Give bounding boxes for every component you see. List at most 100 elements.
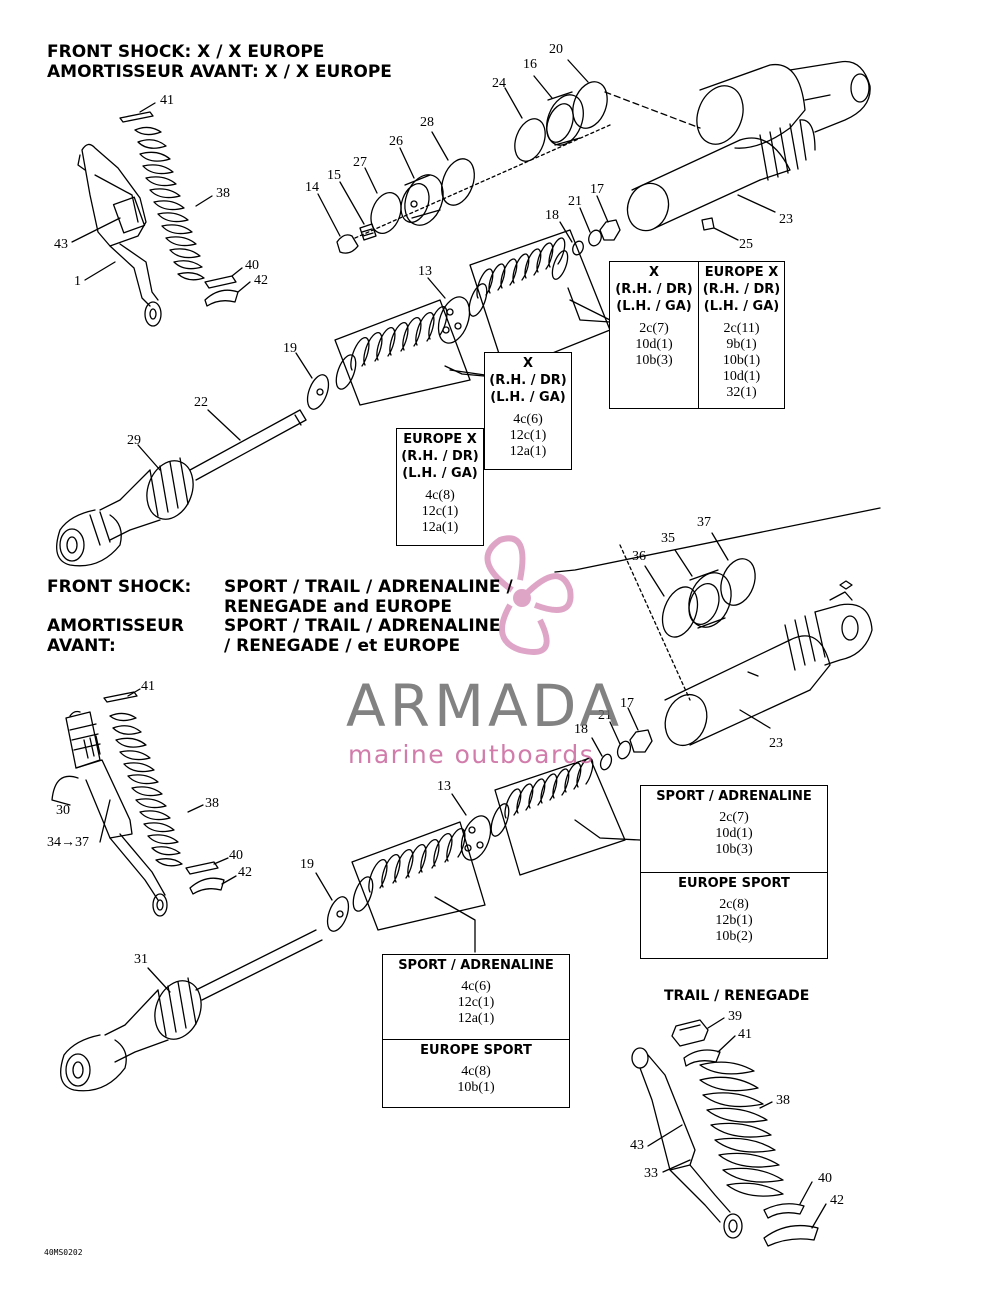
- box-header: EUROPE X (R.H. / DR) (L.H. / GA): [401, 432, 479, 481]
- part-41-trail: [683, 1049, 721, 1067]
- callout-22: 22: [194, 395, 208, 410]
- section2-title-en-label: FRONT SHOCK:: [47, 577, 192, 597]
- box-sport-europe-sport-middle: SPORT / ADRENALINE 4c(6) 12c(1) 12a(1) E…: [382, 954, 570, 1108]
- box-content: 4c(6) 12c(1) 12a(1): [457, 979, 495, 1026]
- callout-13: 13: [418, 264, 432, 279]
- part-40-sport: [185, 861, 219, 875]
- damper-body-29: [56, 457, 194, 567]
- callout-40: 40: [229, 848, 243, 863]
- callout-18: 18: [545, 208, 559, 223]
- box-europe-x-middle: EUROPE X (R.H. / DR) (L.H. / GA) 4c(8) 1…: [396, 428, 484, 546]
- callout-19: 19: [283, 341, 297, 356]
- box-content: 2c(7) 10d(1) 10b(3): [715, 810, 753, 857]
- callout-25: 25: [739, 237, 753, 252]
- box-europe-sport-middle: EUROPE SPORT 4c(8) 10b(1): [383, 1039, 569, 1100]
- callout-30: 30: [56, 803, 70, 818]
- nut-17b: [629, 729, 653, 753]
- callout-40: 40: [818, 1171, 832, 1186]
- bladder-26: [400, 174, 444, 226]
- shaft-31: [195, 929, 323, 1001]
- assembled-shock-trail: [631, 1047, 743, 1239]
- callout-41: 41: [738, 1027, 752, 1042]
- callout-36: 36: [632, 549, 646, 564]
- callout-20: 20: [549, 42, 563, 57]
- box-x-upper: X (R.H. / DR) (L.H. / GA) 2c(7) 10d(1) 1…: [610, 262, 698, 408]
- part-39: [671, 1019, 709, 1047]
- callout-31: 31: [134, 952, 148, 967]
- assembled-shock-sport: [65, 710, 168, 917]
- callout-38: 38: [216, 186, 230, 201]
- box-sport-europe-sport-upper: SPORT / ADRENALINE 2c(7) 10d(1) 10b(3) E…: [640, 785, 828, 959]
- callout-34-37: 34→37: [47, 835, 89, 850]
- shim-stack-lower-x: [335, 305, 448, 390]
- washer-19b: [326, 896, 350, 932]
- box-content: 4c(6) 12c(1) 12a(1): [509, 412, 547, 459]
- section1-title-en: FRONT SHOCK: X / X EUROPE: [47, 42, 325, 62]
- box-header: SPORT / ADRENALINE: [656, 789, 812, 804]
- callout-15: 15: [327, 168, 341, 183]
- section2-title-en-models2: RENEGADE and EUROPE: [224, 597, 452, 617]
- assembled-shock-x: [77, 143, 162, 327]
- callout-23: 23: [779, 212, 793, 227]
- screw-25: [701, 217, 715, 231]
- box-header: EUROPE X (R.H. / DR) (L.H. / GA): [702, 265, 781, 314]
- washer-18a: [572, 240, 584, 256]
- callout-16: 16: [523, 57, 537, 72]
- ring-28: [441, 158, 475, 206]
- cap-14: [336, 234, 359, 254]
- part-42-sport: [189, 877, 225, 895]
- washer-18b: [599, 753, 613, 771]
- shim-stack-upper-x: [468, 237, 569, 317]
- callout-26: 26: [389, 134, 403, 149]
- callout-24: 24: [492, 76, 506, 91]
- callout-18: 18: [574, 722, 588, 737]
- box-content: 4c(8) 10b(1): [457, 1064, 495, 1095]
- callout-41: 41: [141, 679, 155, 694]
- callout-33: 33: [644, 1166, 658, 1181]
- armada-logo-mark: [484, 535, 574, 655]
- spring-sport-small: [109, 712, 183, 867]
- callout-43: 43: [630, 1138, 644, 1153]
- callout-38: 38: [776, 1093, 790, 1108]
- box-europe-x-upper: EUROPE X (R.H. / DR) (L.H. / GA) 2c(11) …: [698, 262, 784, 408]
- callout-43: 43: [54, 237, 68, 252]
- box-header: X (R.H. / DR) (L.H. / GA): [489, 356, 567, 405]
- callout-35: 35: [661, 531, 675, 546]
- section2-title-fr-label2: AVANT:: [47, 636, 116, 656]
- callout-40: 40: [245, 258, 259, 273]
- shaft-22: [189, 409, 307, 481]
- section2-title-en-models: SPORT / TRAIL / ADRENALINE /: [224, 577, 513, 597]
- part-40-x: [204, 275, 237, 289]
- spring-x-small: [134, 126, 205, 281]
- callout-42: 42: [830, 1193, 844, 1208]
- callout-42: 42: [238, 865, 252, 880]
- shim-stack-lower-sport: [352, 827, 466, 912]
- box-header: EUROPE SPORT: [678, 876, 790, 891]
- box-content: 4c(8) 12c(1) 12a(1): [421, 488, 459, 535]
- damper-body-31: [60, 977, 202, 1092]
- box-content: 2c(11) 9b(1) 10b(1) 10d(1) 32(1): [722, 321, 761, 400]
- callout-37: 37: [697, 515, 711, 530]
- washer-21a: [588, 229, 602, 247]
- callout-17: 17: [590, 182, 604, 197]
- callout-13: 13: [437, 779, 451, 794]
- callout-21: 21: [568, 194, 582, 209]
- part-40-trail: [763, 1203, 805, 1219]
- spring-trail: [699, 1061, 784, 1197]
- callout-17: 17: [620, 696, 634, 711]
- box-header: X (R.H. / DR) (L.H. / GA): [615, 265, 693, 314]
- shim-stack-upper-sport: [490, 757, 594, 837]
- callout-27: 27: [353, 155, 367, 170]
- washer-19a: [306, 374, 330, 410]
- section2-title-fr-models: SPORT / TRAIL / ADRENALINE: [224, 616, 501, 636]
- box-sport-adrenaline-middle: SPORT / ADRENALINE 4c(6) 12c(1) 12a(1): [383, 955, 569, 1039]
- seal-37: [720, 558, 756, 606]
- figure-code: 40MS0202: [44, 1248, 83, 1257]
- piston-35: [688, 569, 732, 629]
- box-sport-adrenaline-upper: SPORT / ADRENALINE 2c(7) 10d(1) 10b(3): [641, 786, 827, 872]
- seal-20: [572, 81, 608, 129]
- piston-13b: [460, 815, 492, 861]
- trail-renegade-label: TRAIL / RENEGADE: [664, 988, 810, 1004]
- piston-16: [546, 91, 584, 146]
